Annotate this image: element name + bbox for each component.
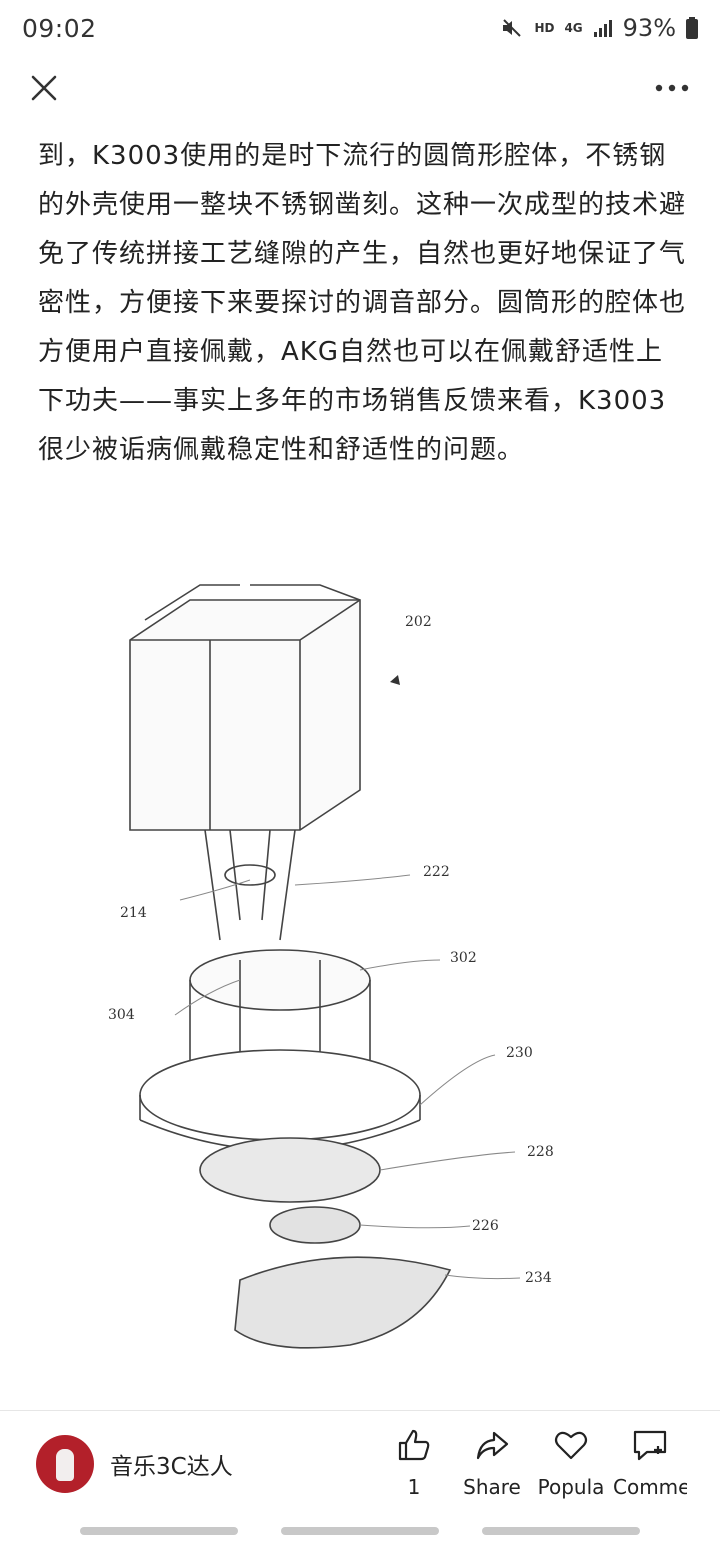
like-button[interactable]: 1 <box>374 1427 454 1499</box>
heart-icon <box>554 1431 588 1460</box>
signal-icon <box>593 20 612 37</box>
mute-icon <box>503 19 522 37</box>
top-bar <box>0 56 720 120</box>
article-paragraph: 到，K3003使用的是时下流行的圆筒形腔体，不锈钢的外壳使用一整块不锈钢凿刻。这… <box>38 141 687 465</box>
more-options-button[interactable] <box>650 66 694 110</box>
comment-icon <box>633 1430 667 1461</box>
popular-button[interactable]: Popula <box>531 1427 611 1499</box>
exploded-diagram-image: 202 222 214 302 304 230 228 226 234 <box>108 584 554 1349</box>
battery-icon <box>686 17 698 39</box>
hd-indicator: HD <box>534 21 555 35</box>
figure-label-302: 302 <box>450 950 477 966</box>
status-icons: HD 4G 93% <box>500 14 698 42</box>
share-icon <box>476 1431 509 1460</box>
figure-label-230: 230 <box>506 1045 533 1061</box>
figure-label-234: 234 <box>525 1270 552 1286</box>
comment-label: Comme <box>613 1475 687 1499</box>
share-label: Share <box>463 1475 521 1499</box>
network-4g-indicator: 4G <box>564 21 583 35</box>
status-time: 09:02 <box>22 13 97 43</box>
share-button[interactable]: Share <box>452 1427 532 1499</box>
like-count: 1 <box>407 1475 421 1499</box>
figure-label-304: 304 <box>108 1007 135 1023</box>
more-options-icon <box>655 84 689 92</box>
figure-label-202: 202 <box>405 614 432 630</box>
author-name[interactable]: 音乐3C达人 <box>110 1454 233 1480</box>
avatar[interactable] <box>36 1435 94 1493</box>
close-button[interactable] <box>22 66 66 110</box>
system-nav-bar <box>0 1518 720 1544</box>
bottom-action-bar: 音乐3C达人 1 Share Popula Comme <box>0 1410 720 1545</box>
article-figure[interactable]: 202 222 214 302 304 230 228 226 234 <box>90 560 630 1360</box>
close-icon <box>31 75 57 101</box>
battery-percent: 93% <box>622 14 676 42</box>
thumbs-up-icon <box>398 1429 430 1461</box>
nav-back[interactable] <box>482 1527 640 1535</box>
nav-home[interactable] <box>281 1527 439 1535</box>
figure-label-222: 222 <box>423 864 450 880</box>
popular-label: Popula <box>537 1475 605 1499</box>
nav-recent-apps[interactable] <box>80 1527 238 1535</box>
comment-button[interactable]: Comme <box>610 1427 690 1499</box>
author-info[interactable]: 音乐3C达人 <box>36 1435 233 1493</box>
status-bar: 09:02 HD 4G 93% <box>0 0 720 56</box>
figure-label-214: 214 <box>120 905 147 921</box>
figure-label-228: 228 <box>527 1144 554 1160</box>
figure-label-226: 226 <box>472 1218 499 1234</box>
